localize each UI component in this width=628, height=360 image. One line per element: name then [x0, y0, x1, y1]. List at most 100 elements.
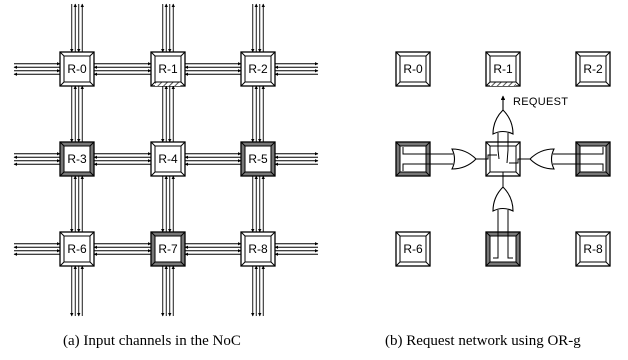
router: R-6: [59, 231, 95, 267]
router-corner: [59, 171, 65, 177]
request-wire: [553, 163, 604, 171]
router-corner: [395, 141, 401, 147]
router-corner: [240, 141, 246, 147]
router-corner: [425, 231, 431, 237]
router-corner: [59, 141, 65, 147]
request-wire: [507, 210, 513, 259]
request-wire: [553, 147, 604, 155]
request-label: REQUEST: [513, 96, 568, 108]
router-corner: [270, 261, 276, 267]
router-corner: [270, 231, 276, 237]
router-corner: [180, 51, 186, 57]
router-frame: [395, 51, 431, 87]
router: R-2: [240, 51, 276, 87]
request-wire: [402, 163, 453, 171]
request-wire: [476, 154, 497, 160]
router-frame: [575, 51, 611, 87]
router-corner: [515, 231, 521, 237]
router-label: R-2: [248, 62, 268, 76]
router-corner: [575, 51, 581, 57]
router-corner: [515, 51, 521, 57]
router-corner: [240, 171, 246, 177]
router-corner: [575, 141, 581, 147]
router-corner: [89, 171, 95, 177]
router-label: R-8: [248, 242, 268, 256]
router-corner: [270, 141, 276, 147]
router: R-1: [485, 51, 521, 87]
router-core: [63, 235, 91, 263]
router-corner: [59, 231, 65, 237]
router-corner: [515, 141, 521, 147]
router: [485, 231, 521, 267]
router-corner: [605, 171, 611, 177]
router-corner: [89, 231, 95, 237]
router-corner: [485, 231, 491, 237]
router: [575, 141, 611, 177]
router-label: R-4: [158, 152, 178, 166]
router-corner: [89, 81, 95, 87]
request-wire: [402, 147, 453, 155]
router: R-4: [150, 141, 186, 177]
router: R-7: [150, 231, 186, 267]
router-label: R-6: [67, 242, 87, 256]
router-corner: [270, 81, 276, 87]
router-corner: [425, 141, 431, 147]
router-corner: [240, 51, 246, 57]
router-corner: [240, 231, 246, 237]
router-core: [63, 145, 91, 173]
router-corner: [425, 261, 431, 267]
router-frame: [150, 51, 186, 87]
or-gate: [492, 109, 514, 135]
router-frame: [240, 51, 276, 87]
router-corner: [395, 261, 401, 267]
router-core: [154, 55, 182, 83]
router-frame: [59, 231, 95, 267]
router-corner: [515, 261, 521, 267]
router-core: [244, 55, 272, 83]
router: R-8: [575, 231, 611, 267]
router-frame: [59, 51, 95, 87]
router: R-5: [240, 141, 276, 177]
router-corner: [89, 141, 95, 147]
caption-b: (b) Request network using OR-g: [385, 333, 581, 349]
router: R-1: [150, 51, 186, 87]
router-frame: [575, 231, 611, 267]
router: R-3: [59, 141, 95, 177]
router-core: [63, 55, 91, 83]
router-core: [154, 145, 182, 173]
router-corner: [605, 51, 611, 57]
router-corner: [425, 171, 431, 177]
router-corner: [59, 81, 65, 87]
or-gate: [492, 186, 514, 212]
router-corner: [395, 231, 401, 237]
router-corner: [395, 81, 401, 87]
router-corner: [150, 171, 156, 177]
router-corner: [89, 261, 95, 267]
router-corner: [150, 261, 156, 267]
router-core: [579, 55, 607, 83]
router-label: R-5: [248, 152, 268, 166]
noc-diagram: R-0 R-1 R-2R-3 R-4 R-5R-6 R-7 R-8 R-0 R-1 R-2R-6…: [13, 3, 611, 317]
router-label: R-8: [583, 242, 603, 256]
router-corner: [605, 81, 611, 87]
panel-a-input-channels: R-0 R-1 R-2R-3 R-4 R-5R-6 R-7 R-8: [13, 3, 319, 317]
or-gate: [451, 148, 477, 170]
router-label: R-7: [158, 242, 178, 256]
router-corner: [270, 171, 276, 177]
router-label: R-0: [67, 62, 87, 76]
router-frame: [240, 231, 276, 267]
router-frame: [485, 51, 521, 87]
router-corner: [180, 261, 186, 267]
router-core: [154, 235, 182, 263]
router-corner: [240, 81, 246, 87]
router-corner: [575, 261, 581, 267]
request-wire: [506, 149, 509, 164]
router-corner: [485, 141, 491, 147]
router-corner: [485, 51, 491, 57]
router-label: R-0: [403, 62, 423, 76]
router-corner: [515, 81, 521, 87]
router-corner: [485, 261, 491, 267]
router-frame: [150, 141, 186, 177]
router-corner: [575, 81, 581, 87]
